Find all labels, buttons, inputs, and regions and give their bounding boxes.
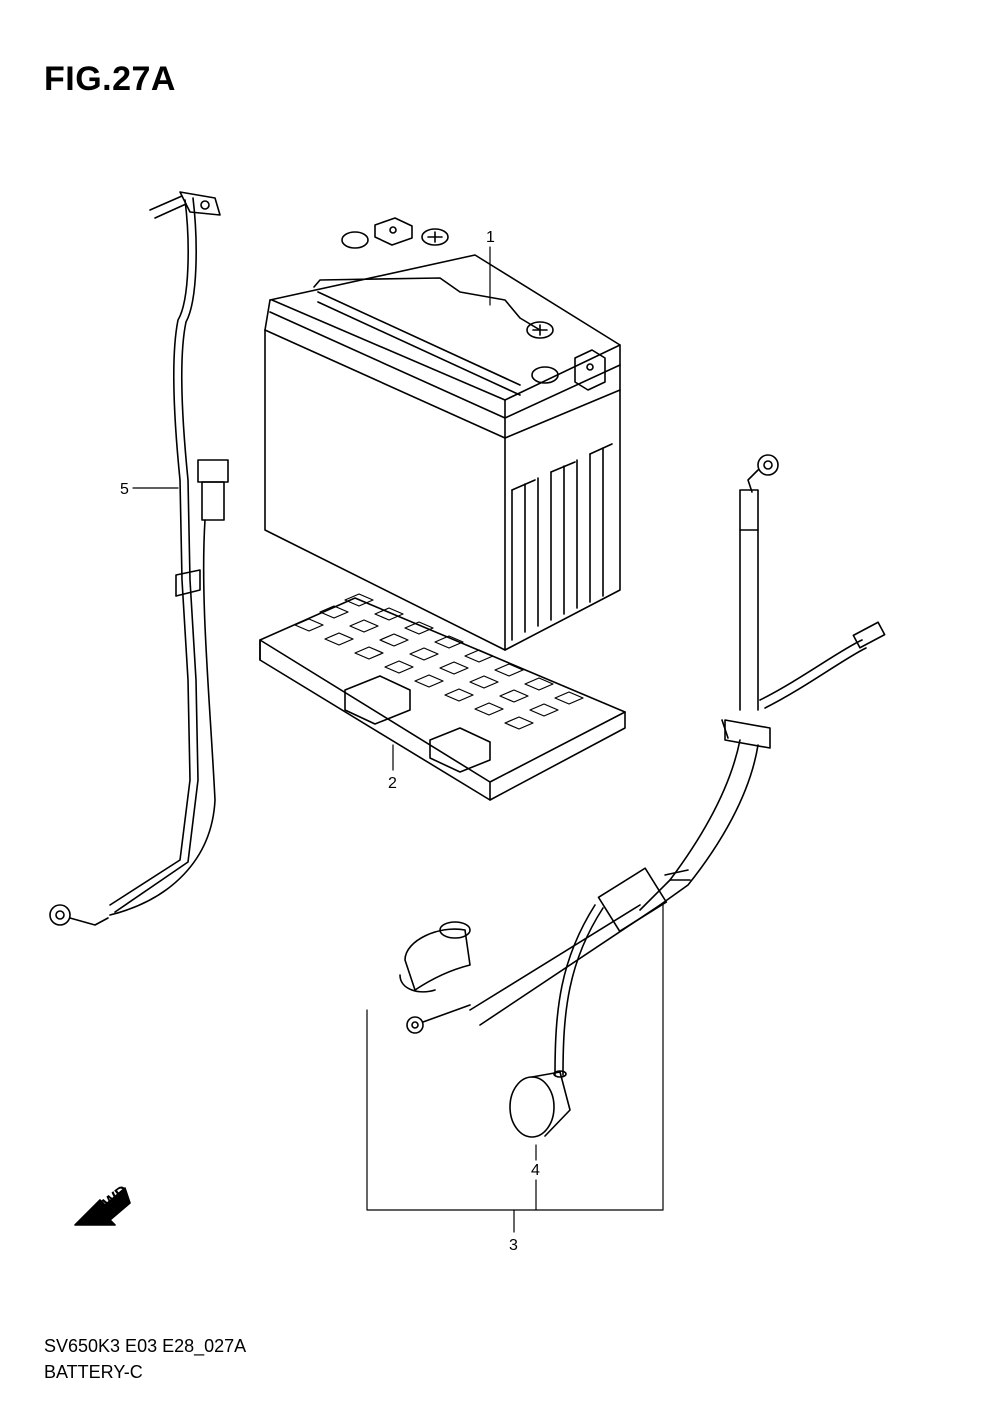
battery-cable-left bbox=[49, 191, 229, 926]
battery-tray bbox=[259, 593, 626, 801]
callout-4: 4 bbox=[531, 1162, 540, 1179]
figure-code: SV650K3 E03 E28_027A bbox=[44, 1336, 247, 1356]
battery-cable-right bbox=[399, 454, 886, 1138]
callout-1: 1 bbox=[486, 229, 495, 246]
battery bbox=[264, 217, 621, 651]
callout-5: 5 bbox=[120, 481, 129, 498]
figure-title: FIG.27A bbox=[44, 60, 176, 98]
callout-3: 3 bbox=[509, 1237, 518, 1254]
callout-leaders bbox=[132, 246, 664, 1233]
fwd-arrow-icon bbox=[74, 1187, 131, 1226]
figure-name: BATTERY-C bbox=[44, 1362, 143, 1382]
callout-2: 2 bbox=[388, 775, 397, 792]
